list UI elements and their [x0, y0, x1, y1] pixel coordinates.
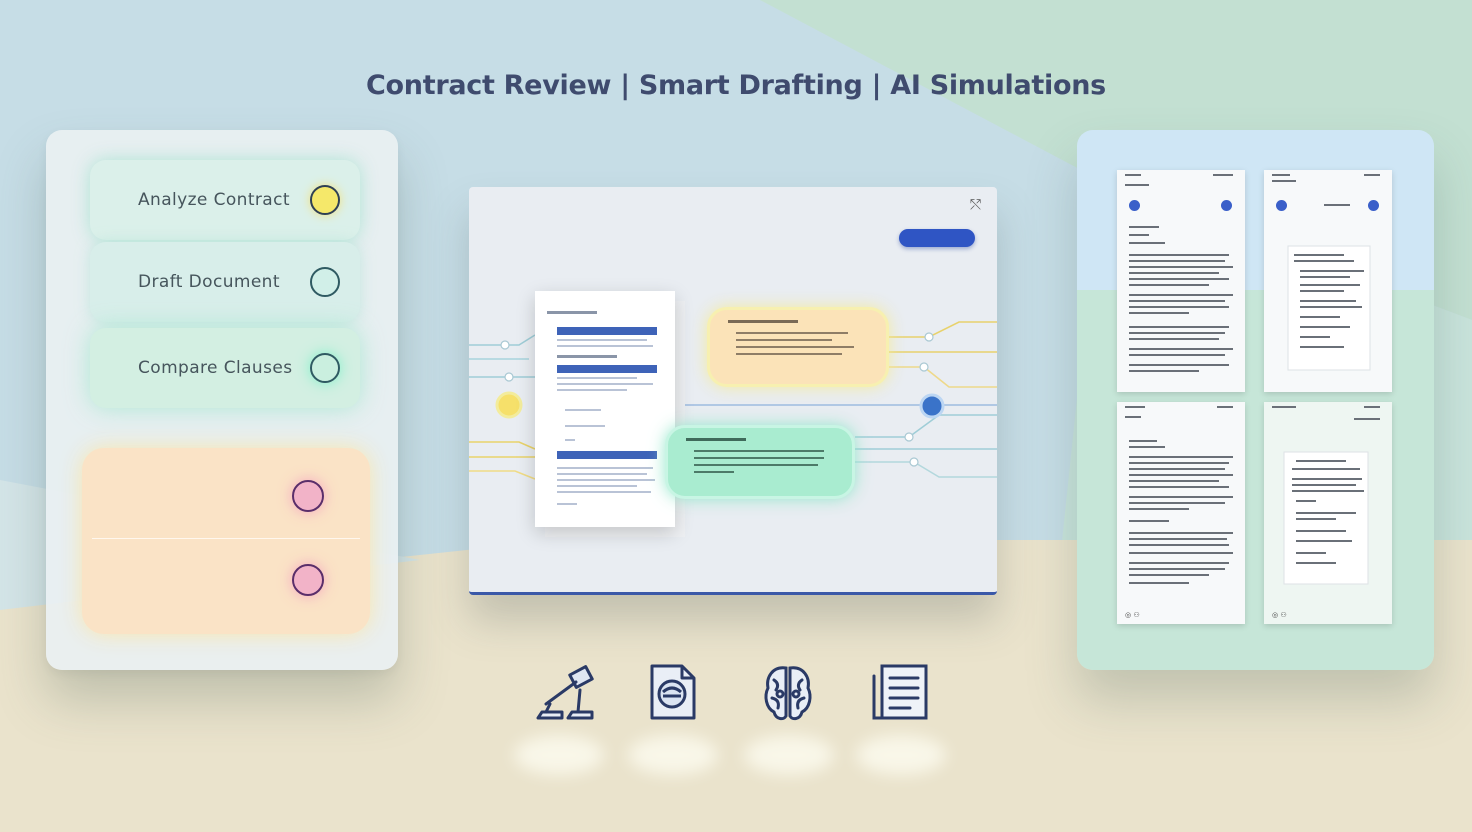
empty-slot-2-toggle[interactable]	[292, 564, 324, 596]
page-text-lines	[1125, 406, 1233, 584]
action-panel: Analyze Contract Draft Document Compare …	[46, 130, 398, 670]
status-dot-icon	[310, 185, 340, 215]
icon-glow	[628, 735, 718, 775]
page-thumbnail-2[interactable]	[1264, 170, 1392, 392]
page-thumbnail-1[interactable]	[1117, 170, 1245, 392]
page-title: Contract Review | Smart Drafting | AI Si…	[366, 70, 1106, 101]
divider	[92, 538, 360, 539]
insight-text-lines	[728, 320, 854, 355]
page-thumbnail-4[interactable]: ◎ ⚇	[1264, 402, 1392, 624]
compare-clauses-button[interactable]: Compare Clauses	[90, 328, 360, 408]
analyze-contract-button[interactable]: Analyze Contract	[90, 160, 360, 240]
next-page-icon[interactable]	[1368, 200, 1379, 211]
status-dot-icon	[310, 353, 340, 383]
close-icon[interactable]: ⤲	[969, 197, 981, 213]
icon-glow	[744, 735, 834, 775]
insight-text-lines	[686, 438, 824, 473]
prev-page-icon[interactable]	[1276, 200, 1287, 211]
page-footer-icons: ◎ ⚇	[1272, 611, 1287, 619]
page-text-lines	[1125, 174, 1233, 372]
connector-lines	[469, 321, 997, 480]
insight-card-green[interactable]	[665, 425, 855, 499]
notes-icon[interactable]	[870, 662, 930, 726]
page-text-lines	[1272, 406, 1380, 585]
next-page-icon[interactable]	[1221, 200, 1232, 211]
empty-slot-1-toggle[interactable]	[292, 480, 324, 512]
icon-glow	[856, 735, 946, 775]
page-text-lines	[1272, 174, 1380, 371]
page-footer-icons: ◎ ⚇	[1125, 611, 1140, 619]
brain-icon[interactable]	[762, 662, 814, 728]
draft-document-button[interactable]: Draft Document	[90, 242, 360, 322]
icon-glow	[514, 735, 604, 775]
analysis-canvas: ⤲	[469, 187, 997, 595]
status-dot-icon	[310, 267, 340, 297]
insight-card-yellow[interactable]	[707, 307, 889, 387]
document-lines	[547, 283, 675, 505]
document-icon[interactable]	[648, 662, 698, 726]
document-preview-panel: ◎ ⚇ ◎ ⚇	[1077, 130, 1434, 670]
document-preview[interactable]	[535, 283, 675, 527]
action-label: Draft Document	[138, 272, 280, 292]
page-thumbnail-3[interactable]: ◎ ⚇	[1117, 402, 1245, 624]
action-pill-button[interactable]	[899, 229, 975, 247]
prev-page-icon[interactable]	[1129, 200, 1140, 211]
action-label: Compare Clauses	[138, 358, 293, 378]
gavel-icon[interactable]	[532, 662, 596, 728]
empty-action-group	[82, 448, 370, 634]
action-label: Analyze Contract	[138, 190, 290, 210]
